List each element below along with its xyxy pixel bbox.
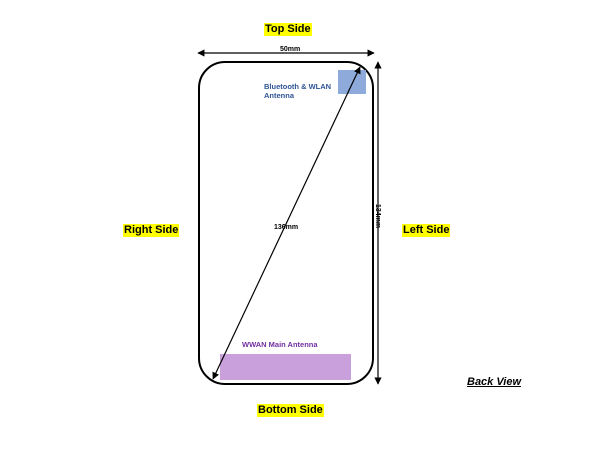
back-view-label: Back View (467, 376, 522, 388)
wwan-main-antenna (220, 354, 351, 380)
diagonal-dimension-arrow (212, 66, 361, 380)
wwan-main-label: WWAN Main Antenna (242, 340, 318, 349)
top-side-label: Top Side (264, 23, 312, 36)
width-dimension-label: 50mm (280, 46, 301, 53)
right-side-label: Right Side (123, 224, 180, 237)
bluetooth-wlan-label: Bluetooth & WLAN Antenna (264, 82, 331, 100)
bluetooth-wlan-antenna (338, 70, 366, 94)
left-side-label: Left Side (402, 224, 451, 237)
height-dimension-label: 134mm (374, 203, 382, 229)
bluetooth-wlan-label-line1: Bluetooth & WLAN (264, 82, 332, 91)
diagonal-dimension-label: 136mm (274, 224, 299, 231)
bottom-side-label: Bottom Side (257, 404, 324, 417)
phone-outline (198, 61, 374, 385)
bluetooth-wlan-label-line2: Antenna (264, 91, 294, 100)
